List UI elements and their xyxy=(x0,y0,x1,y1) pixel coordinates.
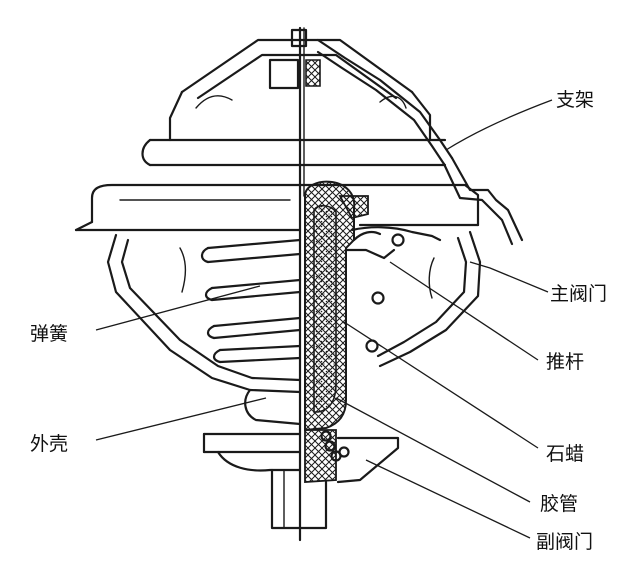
label-rubber-tube: 胶管 xyxy=(540,493,578,515)
spring-coils-right xyxy=(350,226,442,353)
label-paraffin: 石蜡 xyxy=(546,443,584,465)
wax-element xyxy=(304,59,396,432)
lower-bulb xyxy=(202,388,400,484)
leader-lines xyxy=(95,99,553,539)
flange xyxy=(74,183,480,232)
label-main-valve: 主阀门 xyxy=(550,283,607,305)
label-push-rod: 推杆 xyxy=(546,351,584,373)
bottom-stem xyxy=(270,468,328,530)
push-rod xyxy=(298,26,305,542)
label-bracket: 支架 xyxy=(556,89,594,111)
spring-coils xyxy=(200,238,302,364)
bracket-arm xyxy=(316,38,524,246)
auxiliary-valve xyxy=(304,429,350,483)
bracket xyxy=(141,28,447,167)
label-auxiliary-valve: 副阀门 xyxy=(536,531,593,553)
label-housing: 外壳 xyxy=(30,433,68,455)
label-spring: 弹簧 xyxy=(30,323,68,345)
